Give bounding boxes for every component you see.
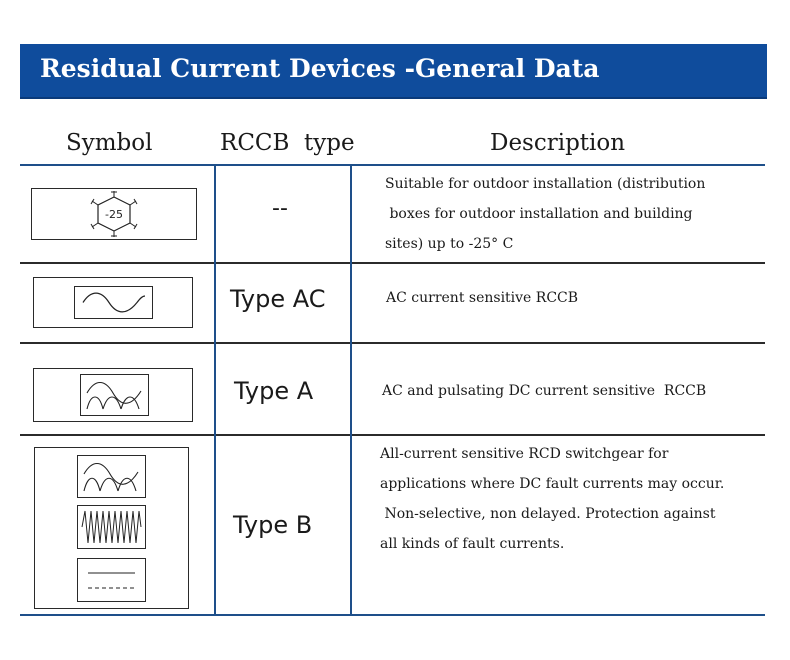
row-4-description-line: All-current sensitive RCD switchgear for	[380, 446, 669, 462]
header-rccb-type-text: RCCB type	[220, 130, 355, 156]
row-2-symbol-box	[33, 277, 193, 328]
row-4-type: Type B	[233, 511, 313, 539]
column-divider-1	[214, 166, 216, 615]
page-title: Residual Current Devices -General Data	[40, 54, 600, 83]
row-1-description: Suitable for outdoor installation (distr…	[385, 169, 705, 259]
pulsating-dc-graphic	[86, 381, 142, 410]
snowflake-temperature-text: -25	[105, 208, 123, 221]
sine-wave-icon	[74, 286, 153, 319]
high-frequency-icon	[77, 505, 146, 549]
header-rccb-type: RCCB type	[220, 130, 355, 156]
row-3-symbol-box	[33, 368, 193, 422]
row-1-symbol-box: -25	[31, 188, 197, 240]
row-4-description-line: all kinds of fault currents.	[380, 536, 565, 552]
row-1-description-line: Suitable for outdoor installation (distr…	[385, 176, 706, 192]
row-3-description-line: AC and pulsating DC current sensitive RC…	[382, 383, 707, 399]
pulsating-dc-graphic	[83, 462, 139, 492]
row-2-description: AC current sensitive RCCB	[386, 283, 578, 313]
header-symbol: Symbol	[66, 130, 153, 156]
row-3-description: AC and pulsating DC current sensitive RC…	[382, 376, 706, 406]
title-banner: Residual Current Devices -General Data	[20, 44, 767, 99]
column-divider-2	[350, 166, 352, 615]
row-1-type: --	[272, 196, 288, 221]
high-frequency-graphic	[81, 510, 142, 544]
row-divider-3	[20, 434, 765, 436]
row-divider-1	[20, 262, 765, 264]
row-4-description-line: Non-selective, non delayed. Protection a…	[380, 506, 716, 522]
row-divider-2	[20, 342, 765, 344]
pulsating-dc-icon	[80, 374, 149, 416]
table-bottom-rule	[20, 614, 765, 616]
row-2-description-line: AC current sensitive RCCB	[386, 290, 579, 306]
pulsating-dc-icon	[77, 455, 146, 498]
row-1-description-line: boxes for outdoor installation and build…	[385, 206, 693, 222]
row-4-description-line: applications where DC fault currents may…	[380, 476, 725, 492]
snowflake-temperature-icon: -25	[90, 191, 138, 237]
smooth-dc-icon	[77, 558, 146, 602]
smooth-dc-graphic	[88, 572, 135, 589]
row-1-description-line: sites) up to -25° C	[385, 236, 514, 252]
row-4-description: All-current sensitive RCD switchgear for…	[380, 439, 724, 559]
row-4-symbol-box	[34, 447, 189, 609]
header-rule	[20, 164, 765, 166]
header-description: Description	[490, 130, 626, 156]
sine-wave-graphic	[82, 292, 146, 313]
row-2-type: Type AC	[230, 285, 326, 313]
row-3-type: Type A	[234, 377, 314, 405]
